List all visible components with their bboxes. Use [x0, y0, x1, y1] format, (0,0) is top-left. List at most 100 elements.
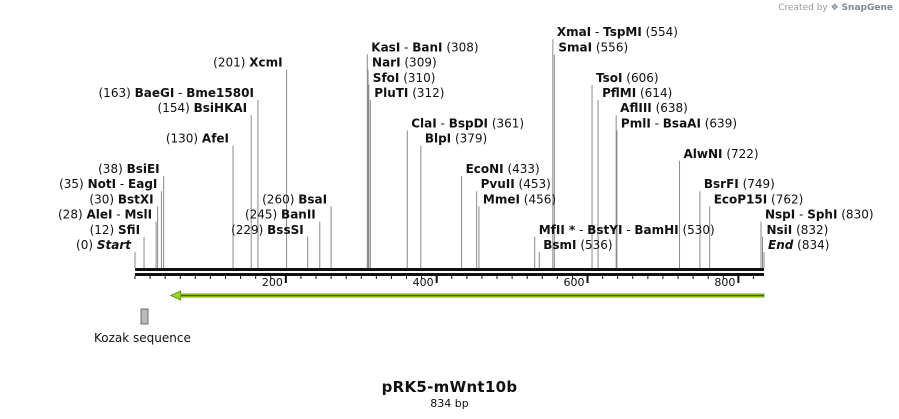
site-label-part: (361) [488, 116, 524, 130]
site-label-part: BspDI [449, 116, 488, 130]
site-label-part: (130) [166, 132, 202, 146]
site-label-part: (556) [592, 40, 628, 54]
site-label-part: MslI [124, 208, 152, 222]
site-label-part: Bme1580I [186, 86, 254, 100]
backbone-strand-bottom [135, 273, 764, 276]
site-label[interactable]: AlwNI (722) [684, 147, 759, 161]
feature-kozak-box[interactable] [140, 308, 149, 325]
site-label-part: (30) [89, 192, 117, 206]
site-label[interactable]: (260) BsaI [262, 192, 327, 206]
site-label[interactable]: (229) BssSI [231, 223, 304, 237]
site-label-part: - [437, 116, 449, 130]
site-label-part: (749) [739, 177, 775, 191]
site-label-part: (762) [767, 192, 803, 206]
site-label-part: BanII [281, 208, 316, 222]
site-label-part: BsiEI [127, 162, 160, 176]
features [140, 290, 765, 325]
site-label-part: - [174, 86, 186, 100]
site-label[interactable]: SmaI (556) [558, 40, 628, 54]
site-label[interactable]: NsiI (832) [766, 223, 828, 237]
site-label-part: (163) [99, 86, 135, 100]
site-label[interactable]: BlpI (379) [425, 132, 487, 146]
plasmid-name: pRK5-mWnt10b [381, 378, 518, 396]
site-label-part: BsaI [298, 192, 327, 206]
site-label-part: * [565, 223, 576, 237]
site-label[interactable]: (154) BsiHKAI [158, 101, 248, 115]
feature-label-kozak[interactable]: Kozak sequence [94, 331, 191, 345]
site-label-part: (245) [245, 208, 281, 222]
ruler-major-tick [586, 276, 589, 283]
site-label-part: (433) [504, 162, 540, 176]
site-label[interactable]: PmlI - BsaAI (639) [621, 116, 737, 130]
site-label-part: BstYI [587, 223, 622, 237]
site-label-part: MfII [539, 223, 565, 237]
site-label-part: (12) [90, 223, 118, 237]
site-label-part: End [768, 238, 794, 252]
site-label-part: BsaAI [663, 116, 701, 130]
site-label-part: ClaI [411, 116, 436, 130]
feature-arrow[interactable] [169, 290, 765, 301]
site-label-part: (638) [652, 101, 688, 115]
site-label[interactable]: (163) BaeGI - Bme1580I [99, 86, 254, 100]
site-label-part: (830) [837, 208, 873, 222]
site-label-part: (614) [636, 86, 672, 100]
site-label-part: PluTI [374, 86, 408, 100]
site-label-part: NsiI [766, 223, 792, 237]
site-label[interactable]: PflMI (614) [602, 86, 672, 100]
site-label-part: BsrFI [704, 177, 739, 191]
site-label[interactable]: TsoI (606) [596, 71, 659, 85]
site-label-part: EagI [128, 177, 157, 191]
site-label-part: (0) [76, 238, 97, 252]
site-label-part: PflMI [602, 86, 636, 100]
site-label-part: AlwNI [684, 147, 723, 161]
site-label[interactable]: (0) Start [76, 238, 132, 252]
site-label-part: (606) [622, 71, 658, 85]
site-label[interactable]: EcoNI (433) [466, 162, 540, 176]
site-label-part: (312) [408, 86, 444, 100]
plasmid-length: 834 bp [430, 397, 469, 410]
site-label-part: (536) [577, 238, 613, 252]
site-label[interactable]: (245) BanII [245, 208, 316, 222]
ruler-major-tick [435, 276, 438, 283]
site-label[interactable]: BsmI (536) [543, 238, 612, 252]
site-label[interactable]: ClaI - BspDI (361) [411, 116, 524, 130]
site-label[interactable]: MfII * - BstYI - BamHI (530) [539, 223, 715, 237]
site-label-part: (260) [262, 192, 298, 206]
site-label-part: BanI [412, 40, 442, 54]
site-label[interactable]: (12) SfiI [90, 223, 140, 237]
site-label[interactable]: SfoI (310) [373, 71, 436, 85]
site-label[interactable]: AflIII (638) [620, 101, 688, 115]
site-label[interactable]: (201) XcmI [213, 56, 282, 70]
site-label[interactable]: (38) BsiEI [98, 162, 160, 176]
site-label[interactable]: EcoP15I (762) [714, 192, 804, 206]
site-label[interactable]: (28) AleI - MslI [58, 208, 152, 222]
site-label-part: AleI [86, 208, 112, 222]
site-label-part: XmaI [557, 25, 591, 39]
site-label-part: MmeI [483, 192, 520, 206]
site-label[interactable]: (30) BstXI [89, 192, 153, 206]
site-label-part: - [116, 177, 128, 191]
site-label-part: BsmI [543, 238, 576, 252]
site-label-part: (229) [231, 223, 267, 237]
site-label[interactable]: MmeI (456) [483, 192, 556, 206]
site-label-part: (832) [792, 223, 828, 237]
site-label-part: NotI [88, 177, 117, 191]
site-label[interactable]: (130) AfeI [166, 132, 229, 146]
site-label[interactable]: PluTI (312) [374, 86, 444, 100]
site-label[interactable]: NarI (309) [372, 56, 437, 70]
site-label[interactable]: (35) NotI - EagI [59, 177, 157, 191]
site-label-part: (639) [701, 116, 737, 130]
site-label[interactable]: End (834) [768, 238, 829, 252]
site-label-part: NspI [765, 208, 795, 222]
site-label[interactable]: NspI - SphI (830) [765, 208, 874, 222]
site-label-part: (453) [515, 177, 551, 191]
site-label[interactable]: KasI - BanI (308) [371, 40, 478, 54]
site-label-part: PvuII [481, 177, 515, 191]
site-label-part: BssSI [267, 223, 304, 237]
site-label[interactable]: PvuII (453) [481, 177, 551, 191]
site-label[interactable]: BsrFI (749) [704, 177, 775, 191]
ruler-major-tick [284, 276, 287, 283]
site-label[interactable]: XmaI - TspMI (554) [557, 25, 678, 39]
ruler-tick-label: 200 [262, 276, 283, 289]
